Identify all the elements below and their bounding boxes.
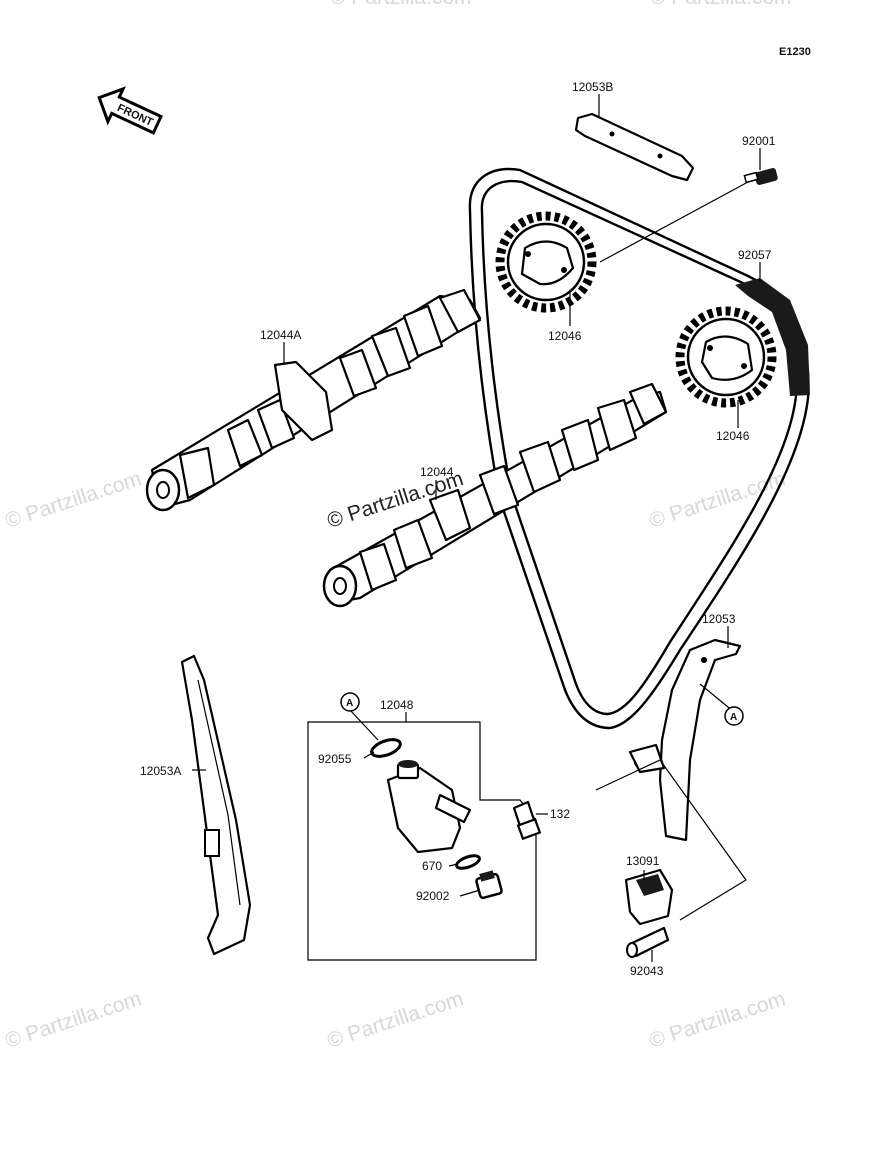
sprocket-upper	[495, 211, 597, 313]
leader-lines	[192, 94, 761, 962]
bolt-92001	[743, 168, 778, 185]
label-92057: 92057	[738, 248, 772, 262]
watermark-top-left: © Partzilla.com	[330, 0, 472, 9]
timing-chain	[468, 167, 810, 730]
tensioner-box	[307, 721, 537, 961]
marker-a-tensioner: A	[340, 692, 360, 712]
label-12053A: 12053A	[140, 764, 181, 778]
camshaft-12044	[322, 382, 668, 608]
label-13091: 13091	[626, 854, 660, 868]
label-12048: 12048	[380, 698, 414, 712]
label-92001: 92001	[742, 134, 776, 148]
chain-guide-left	[180, 654, 252, 956]
camshaft-12044A	[145, 288, 482, 512]
chain-guide-top	[574, 112, 695, 182]
marker-a-label-2: A	[730, 712, 737, 723]
front-arrow-icon: FRONT	[97, 86, 163, 135]
label-12046-upper: 12046	[548, 329, 582, 343]
marker-a-label-1: A	[346, 698, 353, 709]
label-670: 670	[422, 859, 442, 873]
label-12053B: 12053B	[572, 80, 613, 94]
watermark-top-right: © Partzilla.com	[650, 0, 792, 9]
oring-670	[455, 854, 481, 870]
tensioner-assembly	[386, 760, 472, 854]
label-92043: 92043	[630, 964, 664, 978]
label-92002: 92002	[416, 889, 450, 903]
leader-92001	[599, 181, 749, 263]
diagram-code: E1230	[779, 46, 811, 58]
label-12044: 12044	[420, 465, 454, 479]
watermark-bottom-right: © Partzilla.com	[646, 987, 788, 1053]
bolt-92002	[475, 870, 503, 900]
holder-box	[595, 759, 747, 921]
part-labels: 12053B 92001 92057 12046 12046 12044A 12…	[140, 80, 776, 978]
marker-a-guide: A	[724, 706, 744, 726]
bolt-132	[512, 800, 542, 841]
holder-13091	[624, 868, 674, 926]
watermark-right: © Partzilla.com	[646, 467, 788, 533]
label-92055: 92055	[318, 752, 352, 766]
watermark-bottom-left: © Partzilla.com	[2, 987, 144, 1053]
watermark-left: © Partzilla.com	[2, 467, 144, 533]
watermark-bottom-center: © Partzilla.com	[324, 987, 466, 1053]
label-132: 132	[550, 807, 570, 821]
label-12053: 12053	[702, 612, 736, 626]
sprocket-lower	[675, 306, 777, 408]
label-12046-lower: 12046	[716, 429, 750, 443]
pin-92043	[626, 926, 670, 958]
label-12044A: 12044A	[260, 328, 301, 342]
chain-guide-right	[628, 638, 742, 842]
gasket-92055	[370, 738, 402, 758]
